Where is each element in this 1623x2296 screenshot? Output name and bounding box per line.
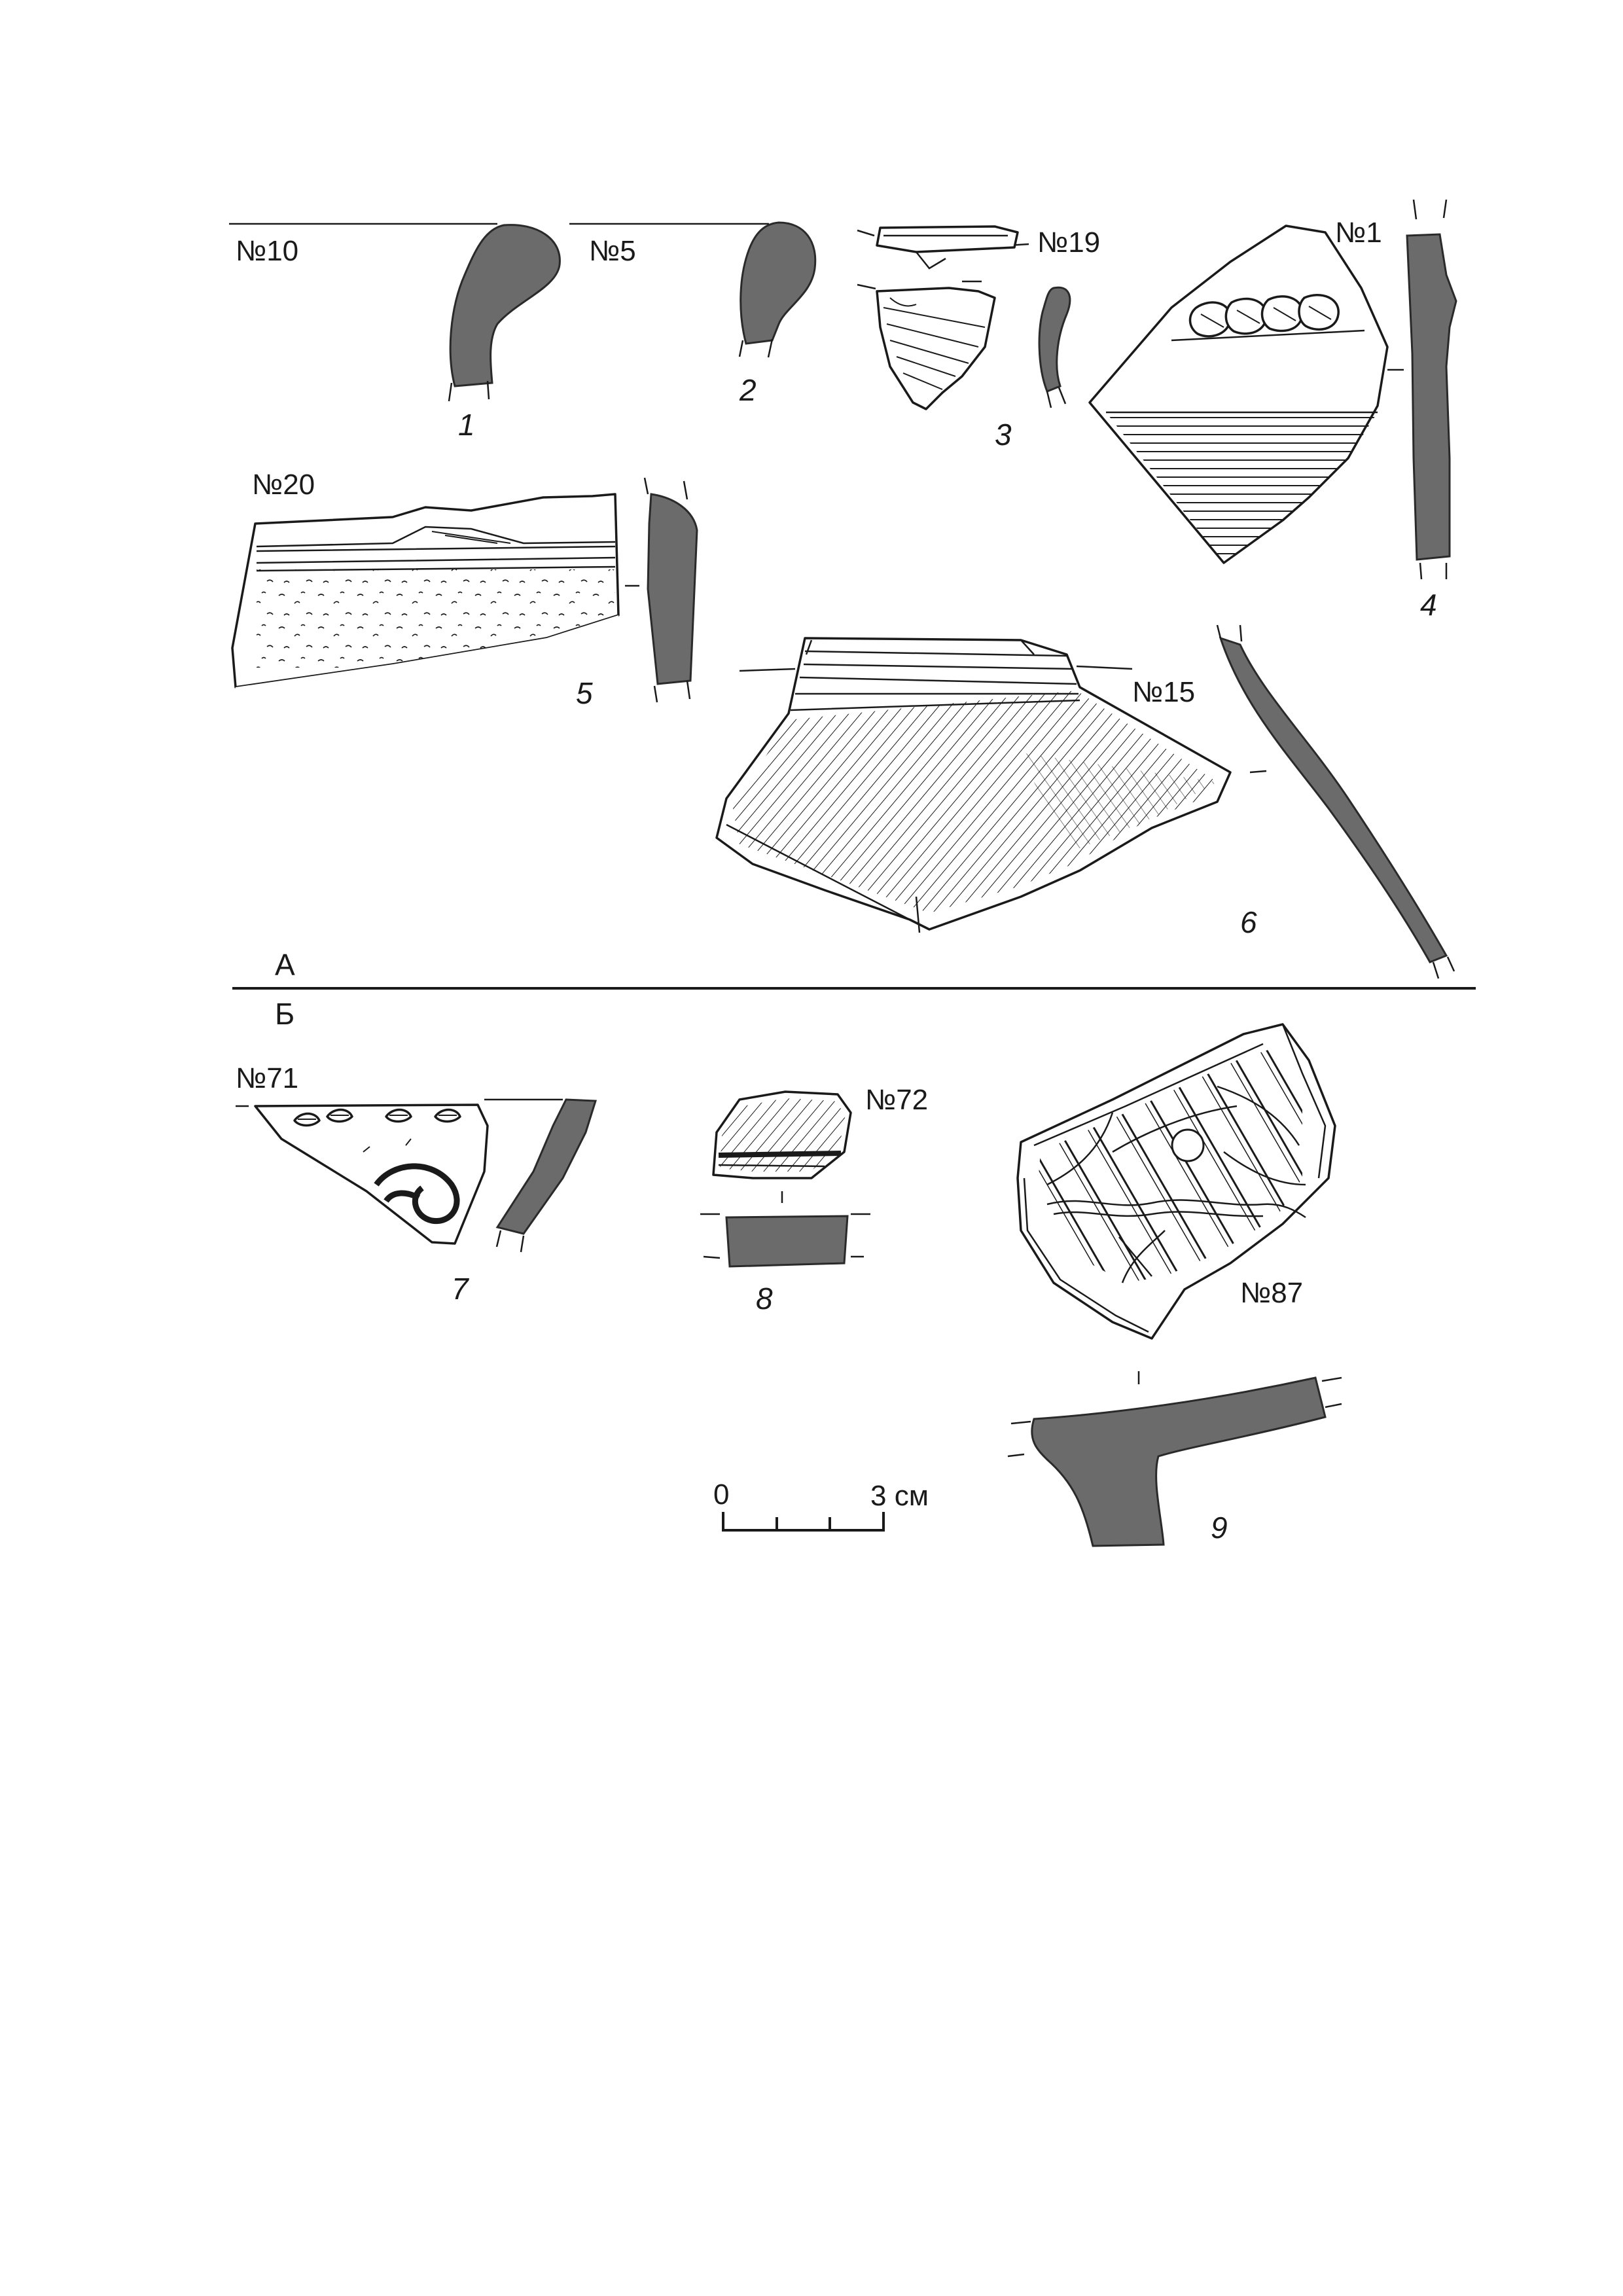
fragment-1: №10 1 bbox=[229, 223, 561, 442]
figure-number-6: 6 bbox=[1240, 905, 1257, 939]
fragment-9: №87 9 bbox=[1007, 1023, 1342, 1547]
section-profile-9 bbox=[1031, 1376, 1327, 1547]
scale-start-label: 0 bbox=[713, 1479, 729, 1511]
fragment-7: №71 7 bbox=[236, 1062, 597, 1306]
break-mark-1 bbox=[448, 380, 490, 402]
fragment-5: №20 5 bbox=[231, 469, 698, 710]
catalog-label-3: №19 bbox=[1037, 226, 1100, 259]
fragment-6: №15 6 bbox=[715, 624, 1455, 979]
figure-number-5: 5 bbox=[576, 676, 593, 710]
rim-dash-3b bbox=[857, 280, 982, 290]
pellet-stamps-7 bbox=[293, 1108, 461, 1153]
fragment-2: №5 2 bbox=[569, 221, 817, 407]
base-edge-6 bbox=[726, 823, 930, 933]
figure-number-4: 4 bbox=[1420, 588, 1437, 622]
rim-dash-8 bbox=[700, 1213, 870, 1259]
rim-grooves-6 bbox=[790, 639, 1080, 711]
rim-top-view-3 bbox=[876, 225, 1019, 253]
break-mark-2 bbox=[738, 338, 774, 358]
rope-cordon-4 bbox=[1188, 294, 1340, 338]
catalog-label-2: №5 bbox=[589, 235, 636, 267]
section-profile-1 bbox=[449, 224, 561, 387]
section-label-b: Б bbox=[275, 997, 294, 1031]
section-profile-8 bbox=[725, 1215, 849, 1268]
catalog-label-4: №1 bbox=[1335, 217, 1382, 249]
groove-edge-8 bbox=[718, 1164, 825, 1168]
scale-bar-line bbox=[722, 1512, 885, 1532]
section-profile-5 bbox=[647, 493, 698, 685]
boss-knob-9 bbox=[1171, 1128, 1205, 1162]
catalog-label-7: №71 bbox=[236, 1062, 298, 1094]
catalog-label-9: №87 bbox=[1240, 1277, 1303, 1309]
relief-ridges-9 bbox=[1046, 1085, 1306, 1283]
fragment-3: №19 3 bbox=[857, 225, 1100, 452]
hatched-band-4 bbox=[1106, 412, 1378, 563]
catalog-label-6: №15 bbox=[1132, 676, 1195, 708]
cross-incisions-6 bbox=[1021, 753, 1217, 851]
rim-dash-6 bbox=[739, 665, 1133, 672]
figure-number-2: 2 bbox=[739, 373, 757, 407]
rim-dash-7 bbox=[236, 1098, 563, 1107]
figure-number-1: 1 bbox=[458, 408, 475, 442]
break-mark-7 bbox=[495, 1230, 525, 1253]
catalog-label-5: №20 bbox=[252, 469, 315, 501]
section-profile-6 bbox=[1219, 636, 1448, 963]
section-profile-7 bbox=[495, 1098, 597, 1235]
scale-bar: 0 3 см bbox=[713, 1479, 929, 1532]
break-mark-4 bbox=[1387, 199, 1448, 580]
section-label-a: А bbox=[275, 948, 295, 982]
inner-outline-9 bbox=[1023, 1024, 1327, 1333]
cordon-edge-4 bbox=[1171, 329, 1365, 342]
band-fill-5 bbox=[431, 531, 511, 544]
break-mark-6 bbox=[1216, 624, 1455, 979]
rim-dash-9 bbox=[1007, 1376, 1342, 1458]
rim-top-detail-3 bbox=[883, 234, 1008, 270]
break-mark-3 bbox=[1046, 387, 1067, 408]
surface-lines-3 bbox=[883, 297, 986, 390]
section-profile-3 bbox=[1038, 286, 1071, 393]
break-mark-5 bbox=[625, 477, 691, 703]
outline-3 bbox=[876, 287, 996, 410]
catalog-label-8: №72 bbox=[865, 1084, 928, 1116]
catalog-label-1: №10 bbox=[236, 235, 298, 267]
figure-number-3: 3 bbox=[995, 418, 1012, 452]
fragment-4: №1 4 bbox=[1088, 199, 1457, 622]
scale-end-label: 3 см bbox=[870, 1480, 929, 1512]
section-profile-2 bbox=[740, 221, 817, 345]
fragment-8: №72 8 bbox=[700, 1084, 928, 1316]
figure-number-8: 8 bbox=[756, 1282, 773, 1316]
section-profile-4 bbox=[1406, 233, 1457, 561]
diagonal-incisions-6 bbox=[733, 691, 1217, 913]
groove-band-8 bbox=[718, 1151, 842, 1158]
figure-number-7: 7 bbox=[452, 1272, 469, 1306]
spiral-ornament-7 bbox=[374, 1163, 460, 1225]
outline-7 bbox=[254, 1103, 489, 1245]
figure-number-9: 9 bbox=[1211, 1511, 1228, 1545]
surface-band-5 bbox=[256, 526, 616, 572]
